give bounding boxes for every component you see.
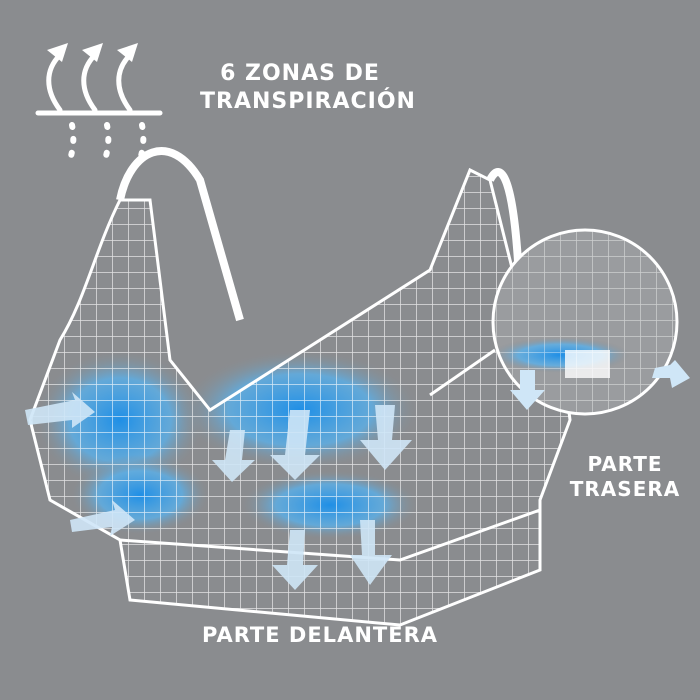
rear-label-line-2: TRASERA [569,477,681,501]
breathability-icon [35,43,163,168]
rear-label-line-1: PARTE [587,452,663,476]
airflow-arrow [25,392,412,590]
front-label: PARTE DELANTERA [201,623,438,647]
rear-label: PARTE TRASERA [565,452,685,502]
zones-title: 6 ZONAS DE TRANSPIRACIÓN [200,60,416,115]
title-line-1: 6 ZONAS DE [220,61,380,86]
back-view-inset [429,228,690,416]
title-line-2: TRANSPIRACIÓN [200,88,416,114]
